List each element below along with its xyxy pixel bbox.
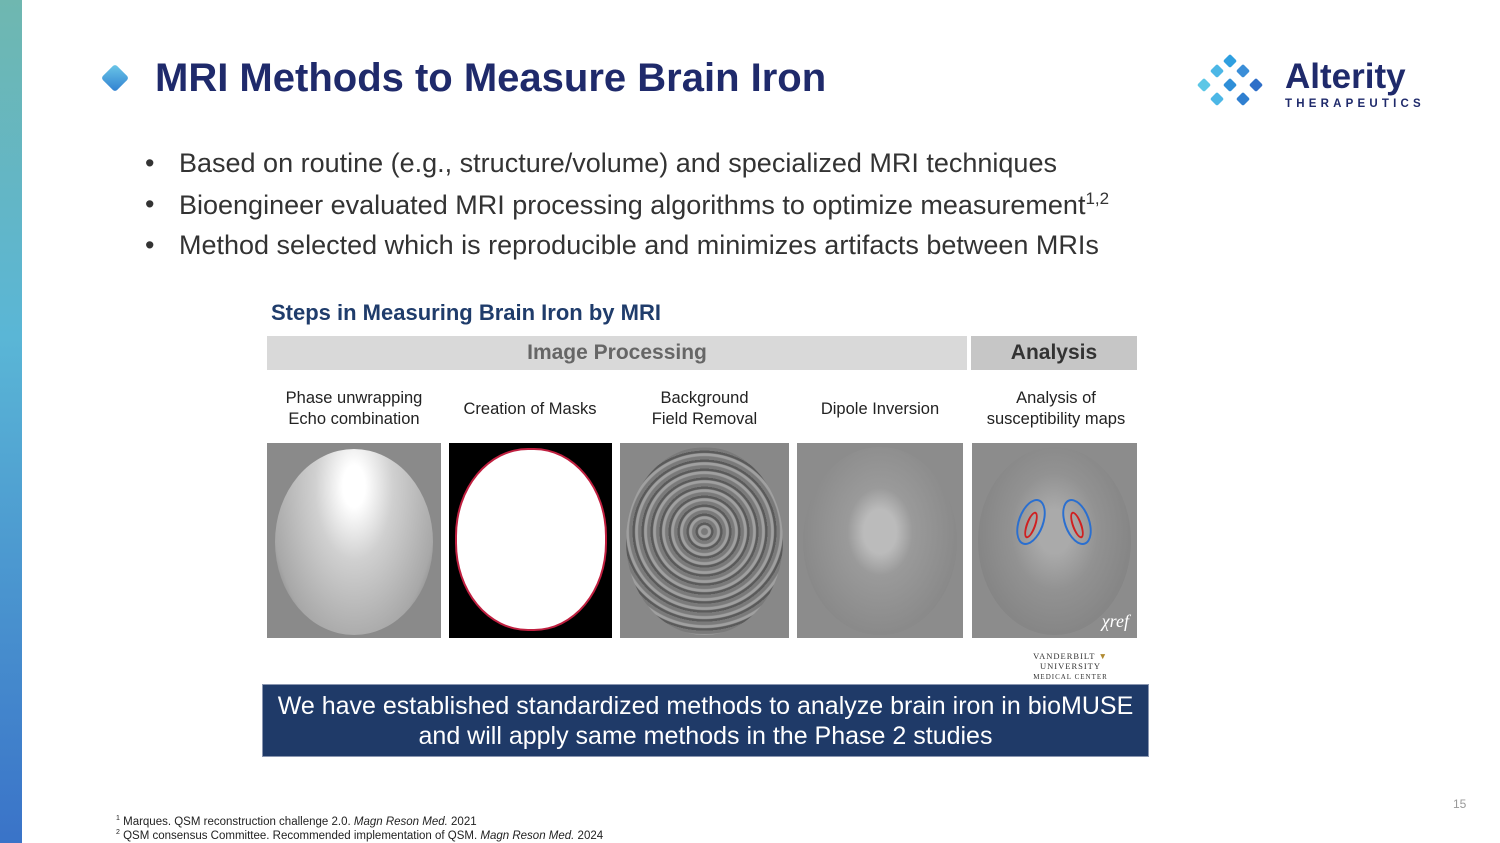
xref-label: χref (1101, 611, 1129, 631)
vanderbilt-credit: VANDERBILT ▼ UNIVERSITY MEDICAL CENTER (1033, 651, 1108, 681)
accent-sidebar (0, 0, 22, 843)
bullet-item: Based on routine (e.g., structure/volume… (145, 148, 1109, 189)
footnote: 1 Marques. QSM reconstruction challenge … (116, 815, 477, 828)
title-diamond-icon (100, 63, 130, 93)
figure-title: Steps in Measuring Brain Iron by MRI (271, 300, 661, 325)
header-analysis: Analysis (971, 336, 1137, 370)
background-field-removal-image (620, 443, 789, 638)
susceptibility-map-image: χref (972, 443, 1137, 638)
bullet-list: Based on routine (e.g., structure/volume… (145, 148, 1109, 271)
brain-mask-image (449, 443, 612, 638)
footnote: 2 QSM consensus Committee. Recommended i… (116, 829, 604, 842)
alterity-logo: Alterity THERAPEUTICS (1195, 52, 1435, 114)
logo-brand: Alterity (1285, 57, 1406, 96)
step-label: Creation of Masks (463, 399, 597, 418)
header-image-processing: Image Processing (267, 336, 967, 370)
step-label: Dipole Inversion (820, 399, 940, 418)
bullet-item: Method selected which is reproducible an… (145, 230, 1109, 271)
page-title: MRI Methods to Measure Brain Iron (155, 56, 827, 100)
page-number: 15 (1453, 797, 1467, 811)
conclusion-banner: We have established standardized methods… (262, 684, 1149, 757)
phase-unwrapping-image (267, 443, 441, 638)
logo-sub: THERAPEUTICS (1285, 98, 1425, 110)
bullet-item: Bioengineer evaluated MRI processing alg… (145, 189, 1109, 230)
dipole-inversion-image (797, 443, 963, 638)
